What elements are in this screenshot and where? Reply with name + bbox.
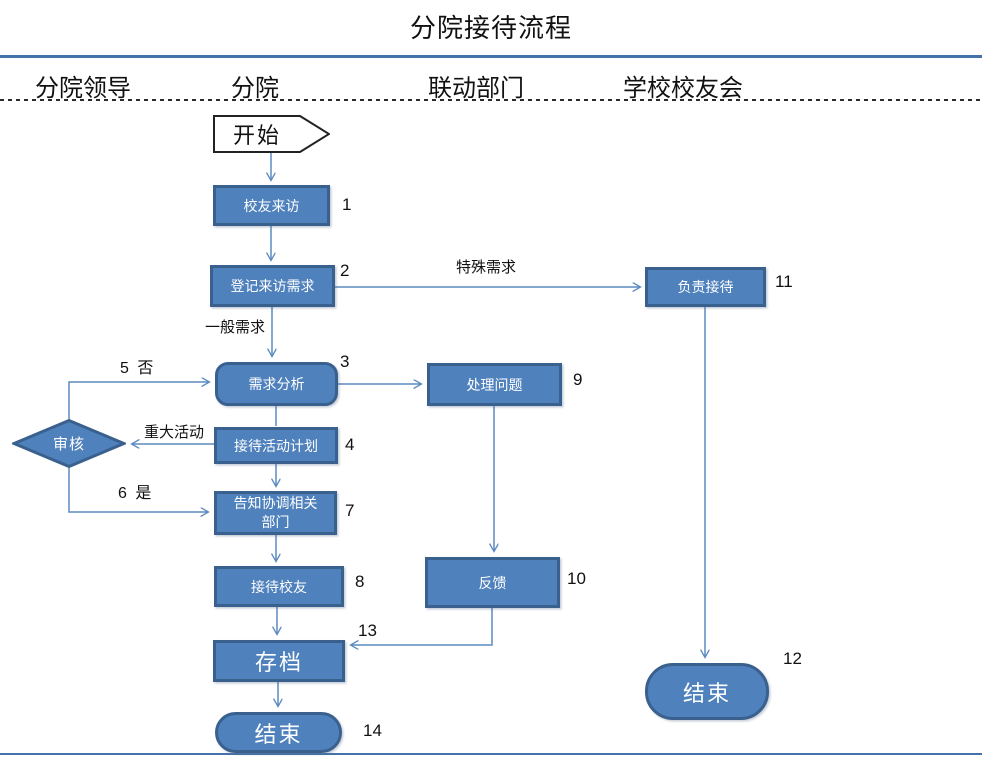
step-number-12: 12: [783, 649, 802, 668]
node-label: 接待活动计划: [234, 437, 318, 454]
node-label: 处理问题: [466, 376, 523, 393]
step-number-3: 3: [340, 352, 350, 371]
step-number-4: 4: [345, 435, 355, 454]
step-number-1: 1: [342, 195, 352, 214]
node-label: 结束: [682, 680, 731, 706]
lane-header-alumni-association: 学校校友会: [623, 75, 743, 102]
node-activity-plan: 接待活动计划: [214, 427, 338, 464]
node-label: 存档: [254, 650, 303, 675]
lane-header-divider: [0, 99, 982, 101]
node-responsible-reception: 负责接待: [645, 267, 766, 307]
node-register-needs: 登记来访需求: [210, 265, 335, 307]
node-archive: 存档: [213, 640, 345, 682]
node-alumni-visit: 校友来访: [213, 185, 330, 226]
step-number-8: 8: [355, 572, 365, 591]
node-review: 审核: [12, 419, 126, 468]
edge-label-no-branch: 5 否: [120, 360, 156, 377]
step-number-2: 2: [340, 261, 350, 280]
lane-header-linked-departments: 联动部门: [428, 75, 524, 102]
node-label: 接待校友: [251, 578, 307, 595]
edge-label-yes-branch: 6 是: [118, 485, 154, 502]
node-end-right: 结束: [645, 663, 769, 720]
start-pentagon-shape: [213, 115, 330, 153]
step-number-13: 13: [358, 621, 377, 640]
step-number-14: 14: [363, 721, 382, 740]
node-feedback: 反馈: [425, 557, 560, 608]
step-number-11: 11: [775, 272, 793, 291]
step-number-7: 7: [345, 501, 355, 520]
lane-header-branch-leadership: 分院领导: [35, 75, 131, 102]
node-receive-alumni: 接待校友: [214, 566, 344, 607]
node-label: 校友来访: [243, 197, 300, 214]
node-handle-problems: 处理问题: [427, 363, 562, 406]
review-diamond-shape: [12, 419, 126, 468]
node-label: 开始: [232, 123, 281, 148]
node-label: 反馈: [478, 574, 507, 591]
edge-label-special-needs: 特殊需求: [456, 259, 517, 276]
node-start: 开始: [213, 115, 330, 153]
node-label: 登记来访需求: [230, 278, 315, 294]
edge-label-major-activity: 重大活动: [144, 424, 205, 441]
node-label: 结束: [254, 721, 303, 747]
page-title: 分院接待流程: [409, 13, 572, 43]
node-label: 审核: [52, 436, 85, 453]
connector-review-no-to-needs-analysis: [68, 382, 209, 419]
node-label: 告知协调相关部门: [233, 495, 318, 530]
node-notify-departments: 告知协调相关部门: [214, 491, 337, 535]
node-label: 负责接待: [677, 279, 734, 295]
node-end-bottom: 结束: [215, 712, 342, 753]
edge-label-general-needs: 一般需求: [205, 319, 266, 336]
step-number-9: 9: [573, 370, 583, 389]
header-rule: [0, 55, 982, 58]
bottom-rule: [0, 753, 982, 755]
node-needs-analysis: 需求分析: [215, 362, 338, 406]
node-label: 需求分析: [248, 376, 305, 392]
step-number-10: 10: [567, 569, 586, 588]
lane-header-branch: 分院: [231, 75, 279, 102]
